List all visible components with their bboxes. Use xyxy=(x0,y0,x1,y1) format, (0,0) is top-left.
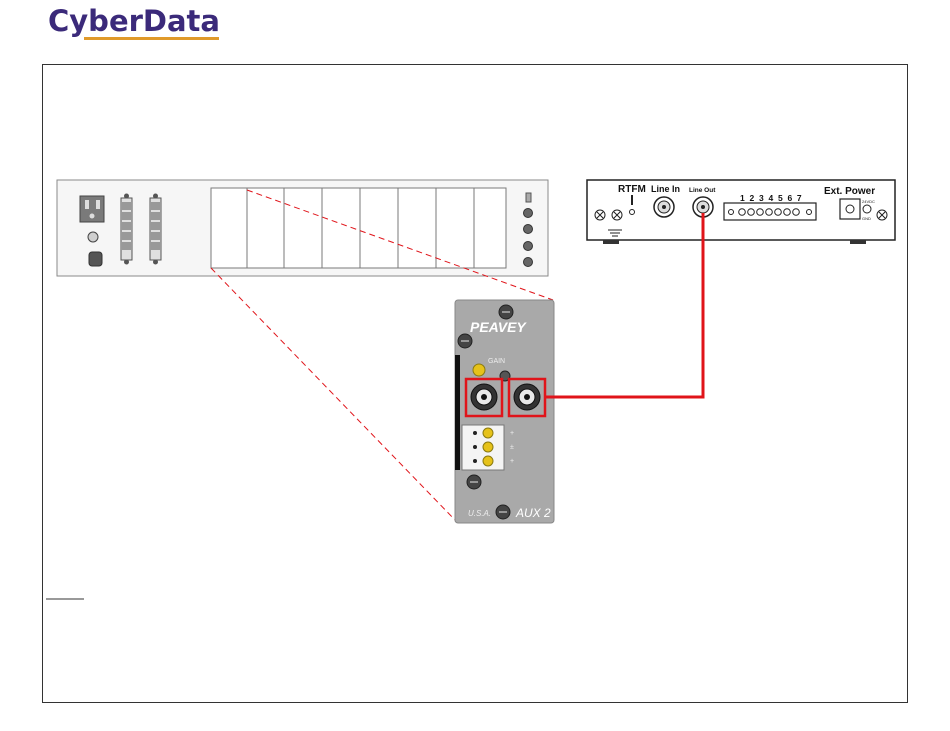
peavey-logo: PEAVEY xyxy=(470,319,527,335)
rtfm-label: RTFM xyxy=(618,184,646,195)
terminal-strip-a xyxy=(121,194,132,265)
svg-text:+: + xyxy=(510,458,514,465)
gain-knob xyxy=(473,364,485,376)
terminal-strip-b xyxy=(150,194,161,265)
line-in-label: Line In xyxy=(651,184,680,194)
svg-text:+: + xyxy=(510,430,514,437)
usa-label: U.S.A. xyxy=(468,509,491,518)
power-24vdc-label: 24VDC xyxy=(862,199,875,204)
rack-panel xyxy=(57,180,548,276)
ext-power-label: Ext. Power xyxy=(824,186,875,197)
aux2-label: AUX 2 xyxy=(515,506,551,520)
gain-label: GAIN xyxy=(488,358,505,365)
peavey-aux-module: PEAVEY GAIN + ± + U.S.A. AUX 2 xyxy=(455,300,554,523)
module-slots xyxy=(211,188,506,268)
terminal-numbers: 1 2 3 4 5 6 7 xyxy=(740,193,803,203)
cyberdata-device: RTFM Line In Line Out 1 2 3 4 5 6 7 Ext.… xyxy=(587,180,895,244)
line-out-label: Line Out xyxy=(689,187,716,194)
power-gnd-label: GND xyxy=(862,216,871,221)
svg-text:±: ± xyxy=(510,444,514,451)
